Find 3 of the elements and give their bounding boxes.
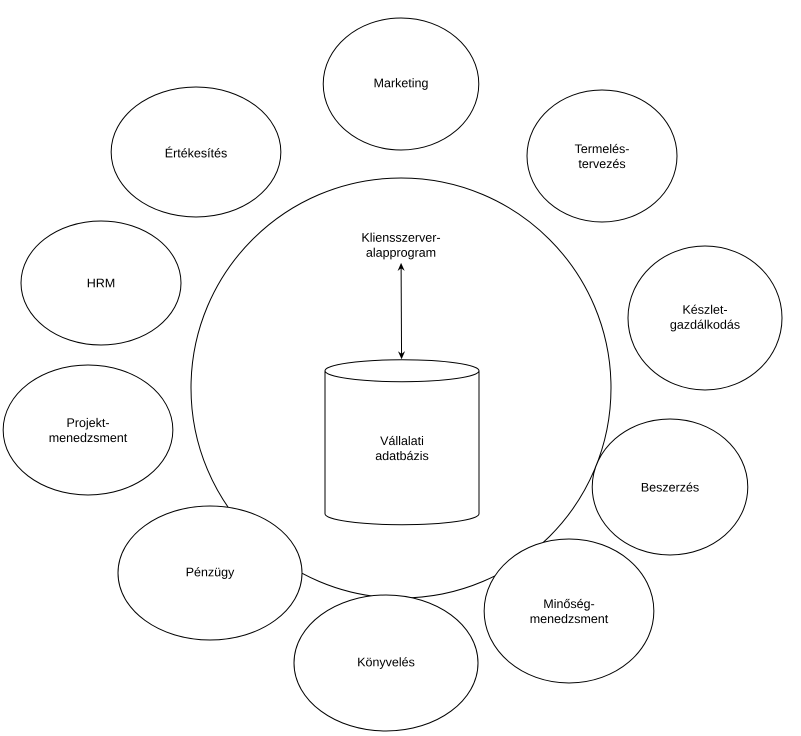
node-label: Könyvelés	[358, 657, 414, 669]
database-cylinder: Vállalati adatbázis	[324, 359, 480, 526]
label-text: Kliensszerver- alapprogram	[362, 232, 440, 260]
